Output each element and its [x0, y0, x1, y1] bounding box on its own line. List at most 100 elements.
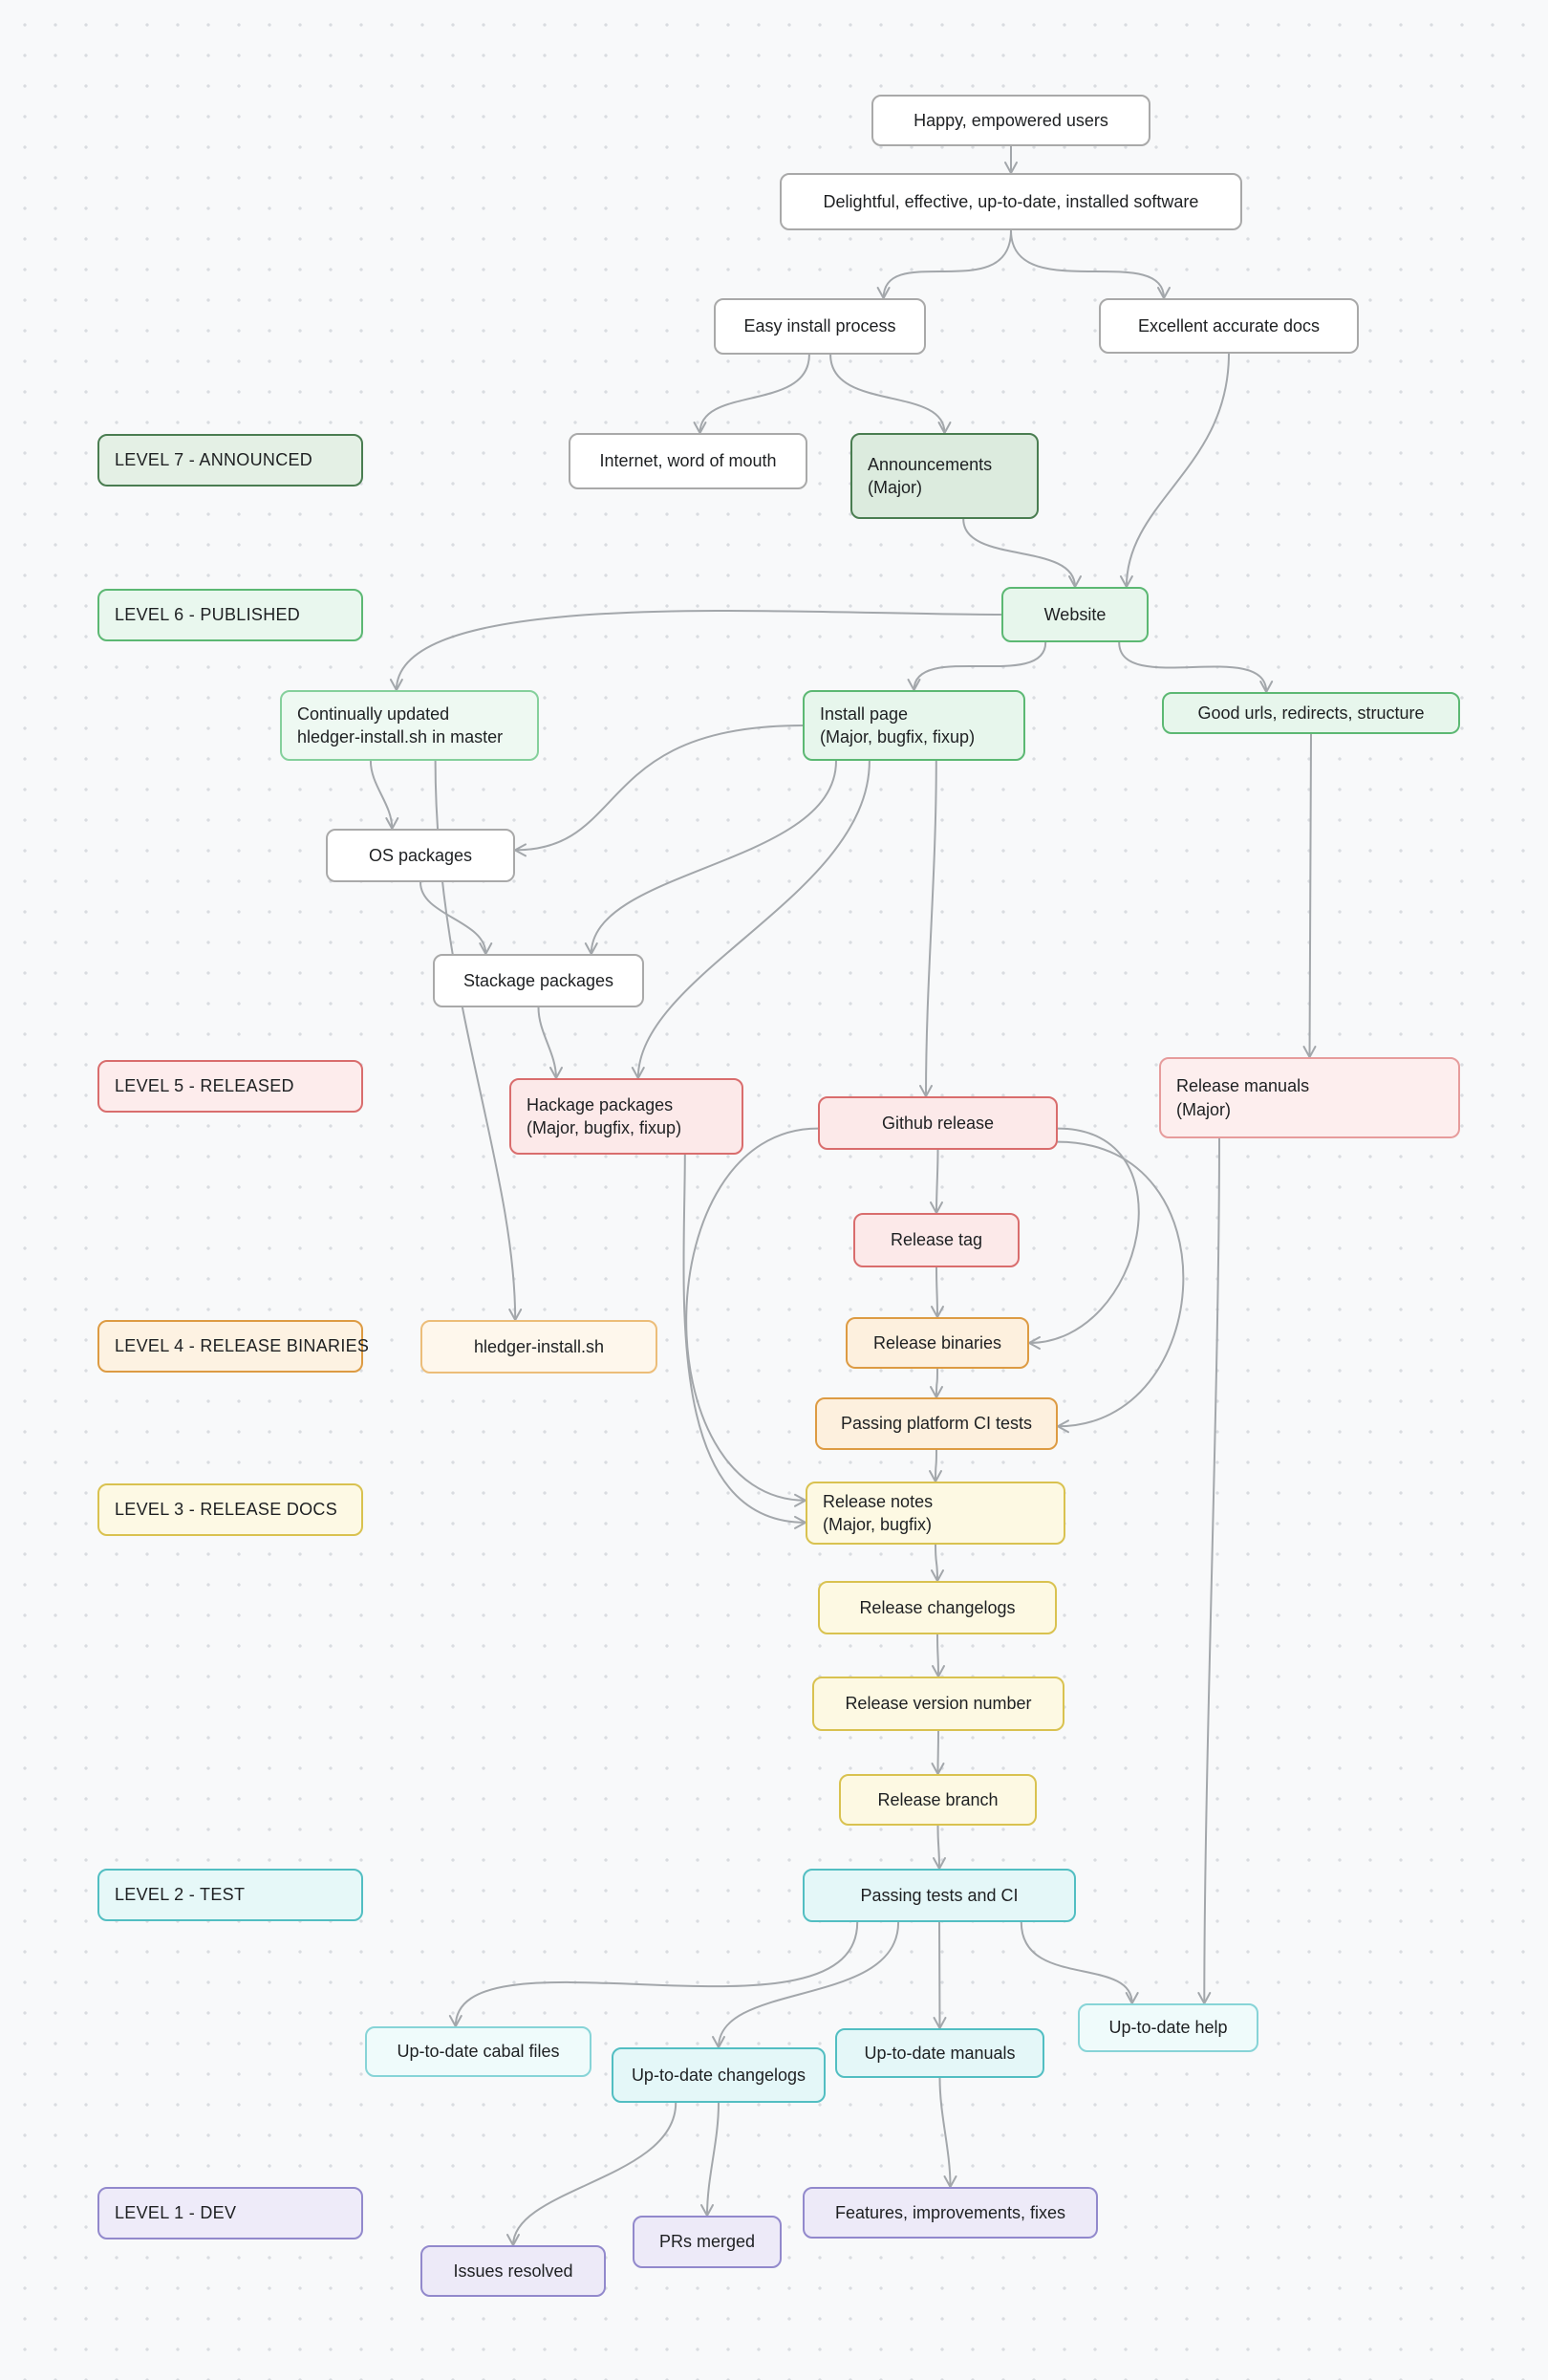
node-line: Features, improvements, fixes [834, 2202, 1066, 2222]
level-label-lvl2: LEVEL 2 - TEST [97, 1869, 363, 1921]
edge-release_changelogs-release_version [931, 1634, 945, 1677]
node-install_page: Install page(Major, bugfix, fixup) [803, 690, 1025, 761]
edge-passing_tests-utd_help [1020, 1921, 1139, 2004]
edge-easy_install-internet [693, 354, 810, 434]
node-passing_tests: Passing tests and CI [803, 1869, 1076, 1922]
edge-release_version-release_branch [931, 1730, 945, 1775]
node-line: Excellent accurate docs [1137, 315, 1321, 335]
node-line: Website [1043, 604, 1107, 624]
node-line: LEVEL 3 - RELEASE DOCS [115, 1500, 338, 1520]
node-line: Good urls, redirects, structure [1197, 703, 1425, 723]
edge-utd_changelogs-prs_merged [700, 2102, 720, 2217]
edge-hackage-release_notes [682, 1154, 806, 1529]
edge-passing_tests-utd_manuals [933, 1921, 947, 2029]
node-release_version: Release version number [812, 1677, 1064, 1731]
node-line: (Major, bugfix, fixup) [527, 1118, 682, 1137]
node-line: Release version number [845, 1694, 1032, 1714]
edge-release_binaries-passing_platform [930, 1368, 944, 1398]
edge-passing_tests-utd_changelogs [712, 1921, 900, 2048]
node-announcements: Announcements (Major) [850, 433, 1039, 519]
node-line: Passing tests and CI [860, 1885, 1019, 1905]
edge-utd_manuals-features [938, 2077, 957, 2188]
node-line: (Major) [868, 478, 922, 497]
node-issues_resolved: Issues resolved [420, 2245, 606, 2297]
node-line: Release notes [823, 1491, 934, 1511]
node-line: Release branch [877, 1789, 999, 1809]
node-release_tag: Release tag [853, 1213, 1020, 1267]
node-stackage: Stackage packages [433, 954, 644, 1007]
edge-passing_platform-release_notes [929, 1449, 943, 1482]
node-line: Continually updated [297, 703, 450, 724]
node-line: Up-to-date changelogs [631, 2065, 806, 2085]
node-line: Release manuals [1176, 1076, 1310, 1096]
node-release_changelogs: Release changelogs [818, 1581, 1057, 1634]
node-os_packages: OS packages [326, 829, 515, 882]
node-github_release: Github release [818, 1096, 1058, 1150]
edge-github_release-release_notes [685, 1127, 819, 1507]
edge-website-continually [389, 609, 1002, 691]
edge-delightful-excellent_docs [1010, 229, 1171, 299]
edge-release_notes-release_changelogs [930, 1544, 944, 1582]
node-line: Hackage packages [527, 1094, 674, 1114]
node-line: LEVEL 2 - TEST [115, 1885, 246, 1905]
edge-os_packages-stackage [419, 881, 493, 955]
node-line: (Major) [1176, 1099, 1231, 1119]
node-happy: Happy, empowered users [871, 95, 1150, 146]
node-line: LEVEL 6 - PUBLISHED [115, 605, 301, 625]
node-line: OS packages [368, 845, 473, 865]
node-excellent_docs: Excellent accurate docs [1099, 298, 1359, 354]
level-label-lvl3: LEVEL 3 - RELEASE DOCS [97, 1483, 363, 1536]
node-line: Release binaries [872, 1332, 1002, 1352]
edge-passing_tests-cabal_files [448, 1921, 859, 2027]
node-line: LEVEL 4 - RELEASE BINARIES [115, 1336, 370, 1356]
node-line: PRs merged [658, 2232, 756, 2252]
node-line: Install page [820, 703, 909, 724]
edge-utd_changelogs-issues_resolved [506, 2102, 677, 2246]
node-utd_changelogs: Up-to-date changelogs [612, 2047, 826, 2103]
level-label-lvl1: LEVEL 1 - DEV [97, 2187, 363, 2239]
node-line: Announcements [868, 454, 993, 474]
edge-release_branch-passing_tests [932, 1825, 946, 1870]
edge-announcements-website [962, 518, 1082, 588]
level-label-lvl5: LEVEL 5 - RELEASED [97, 1060, 363, 1113]
node-line: Up-to-date manuals [864, 2043, 1016, 2063]
edge-install_page-os_packages [514, 725, 804, 857]
edge-delightful-easy_install [876, 229, 1012, 299]
node-release_notes: Release notes(Major, bugfix) [806, 1482, 1065, 1545]
node-prs_merged: PRs merged [633, 2216, 782, 2268]
node-hledger_install: hledger-install.sh [420, 1320, 657, 1374]
edge-good_urls-release_manuals [1302, 733, 1317, 1058]
node-line: Happy, empowered users [914, 110, 1108, 130]
node-line: Issues resolved [453, 2261, 573, 2281]
node-cabal_files: Up-to-date cabal files [365, 2026, 591, 2077]
node-good_urls: Good urls, redirects, structure [1162, 692, 1460, 734]
node-line: LEVEL 1 - DEV [115, 2203, 237, 2223]
edge-website-install_page [907, 641, 1047, 691]
edge-easy_install-announcements [829, 354, 952, 434]
node-line: Easy install process [743, 316, 896, 336]
node-hackage: Hackage packages (Major, bugfix, fixup) [509, 1078, 743, 1155]
edge-github_release-passing_platform [1057, 1140, 1185, 1434]
node-release_manuals: Release manuals (Major) [1159, 1057, 1460, 1138]
level-label-lvl6: LEVEL 6 - PUBLISHED [97, 589, 363, 641]
edge-github_release-release_tag [930, 1149, 944, 1214]
edge-install_page-github_release [919, 760, 937, 1097]
edge-stackage-hackage [537, 1006, 563, 1079]
node-line: hledger-install.sh [473, 1336, 605, 1356]
node-line: Up-to-date help [1108, 2018, 1228, 2038]
node-line: Delightful, effective, up-to-date, insta… [823, 191, 1199, 211]
edge-install_page-stackage [584, 760, 837, 955]
node-website: Website [1001, 587, 1149, 642]
node-line: Passing platform CI tests [840, 1414, 1033, 1434]
edge-install_page-hackage [631, 760, 871, 1079]
edge-release_manuals-utd_help [1197, 1137, 1220, 2004]
node-release_branch: Release branch [839, 1774, 1037, 1826]
node-line: LEVEL 7 - ANNOUNCED [115, 450, 313, 470]
node-delightful: Delightful, effective, up-to-date, insta… [780, 173, 1242, 230]
node-line: Release changelogs [859, 1597, 1016, 1617]
level-label-lvl7: LEVEL 7 - ANNOUNCED [97, 434, 363, 487]
edge-continually-os_packages [369, 760, 399, 830]
